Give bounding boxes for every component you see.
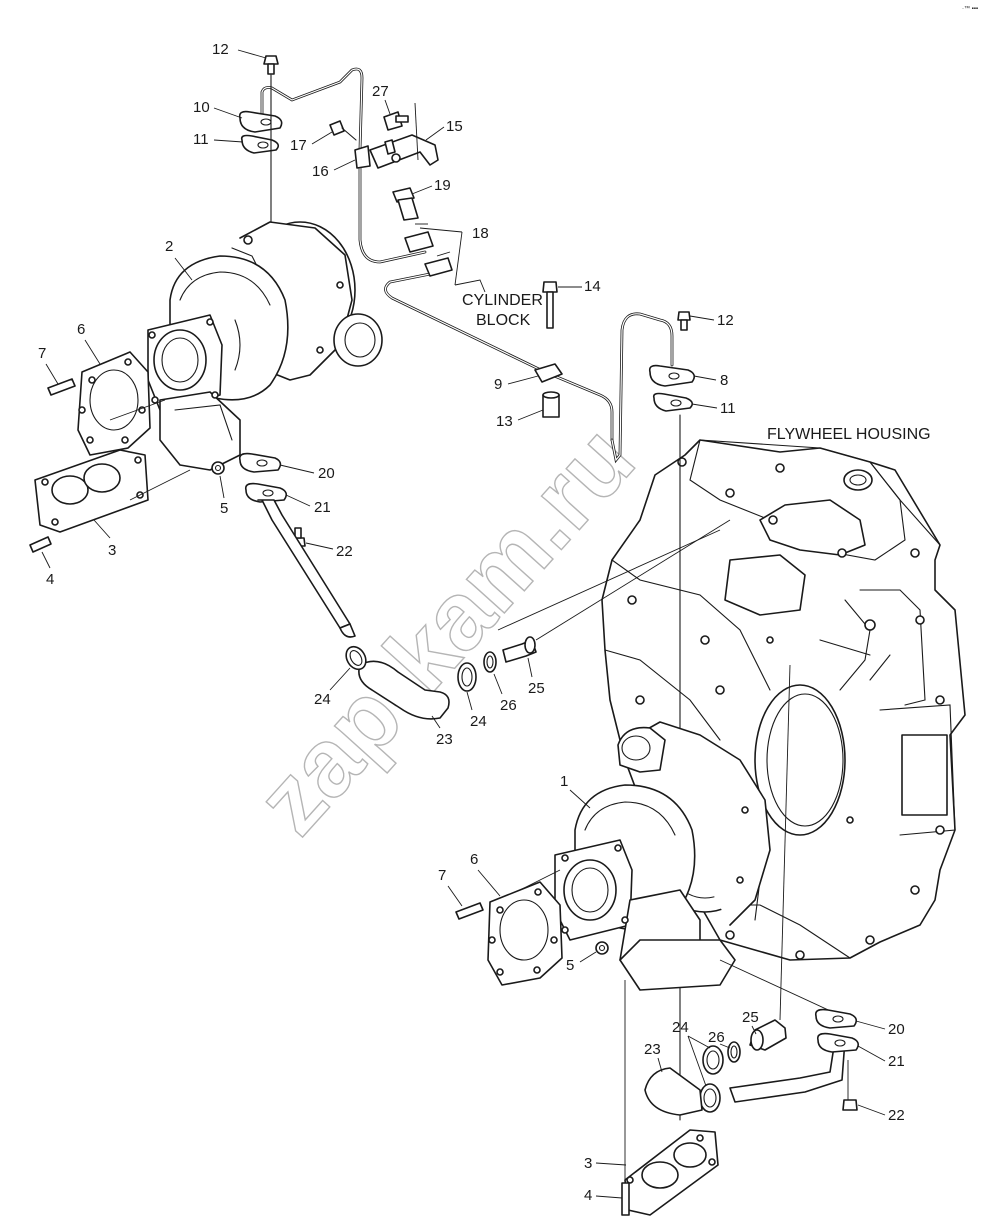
callout-9: 9 <box>494 376 502 393</box>
part-24-clamp-upper-a <box>345 645 367 671</box>
part-19-banjo-bolt <box>392 187 419 221</box>
flywheel-housing-label: FLYWHEEL HOUSING <box>767 426 931 443</box>
part-26-o-ring-upper <box>483 651 497 673</box>
part-26-o-ring-lower <box>727 1041 741 1063</box>
part-21-flange-lower <box>816 1032 860 1053</box>
callout-5b: 5 <box>566 957 574 974</box>
callout-22b: 22 <box>888 1107 905 1124</box>
part-22-bolt-lower <box>842 1060 858 1111</box>
part-24-clamp-lower-a <box>702 1045 724 1075</box>
callout-4b: 4 <box>584 1187 592 1204</box>
cylinder-block-label-line1: CYLINDER <box>462 292 543 309</box>
part-20-gasket-upper <box>238 452 282 473</box>
part-25-fitting-lower <box>749 1019 787 1051</box>
callout-6a: 6 <box>77 321 85 338</box>
callout-18: 18 <box>472 225 489 242</box>
callout-23b: 23 <box>644 1041 661 1058</box>
part-4-stud-lower <box>621 1182 630 1216</box>
part-24-clamp-lower-b <box>699 1083 721 1113</box>
part-16-clamp <box>354 145 371 169</box>
callout-14: 14 <box>584 278 601 295</box>
callouts: 12 10 11 27 17 15 16 19 18 2 14 12 6 7 8… <box>38 41 905 1204</box>
callout-24c: 24 <box>672 1019 689 1036</box>
part-2-turbocharger-upper <box>147 221 383 471</box>
callout-7b: 7 <box>438 867 446 884</box>
callout-12b: 12 <box>717 312 734 329</box>
part-7-stud-upper <box>47 378 76 396</box>
callout-23a: 23 <box>436 731 453 748</box>
callout-11a: 11 <box>193 131 209 148</box>
callout-7a: 7 <box>38 345 46 362</box>
corner-mark: ·™ ▪▪▪ <box>962 5 978 12</box>
callout-3a: 3 <box>108 542 116 559</box>
part-1-turbocharger-lower <box>554 721 771 991</box>
callout-26b: 26 <box>708 1029 725 1046</box>
part-15-bracket <box>369 134 439 169</box>
part-5-nut-lower <box>595 941 609 955</box>
callout-11b: 11 <box>720 400 736 417</box>
part-17-bolt <box>329 120 357 141</box>
callout-13: 13 <box>496 413 513 430</box>
part-9-clamp <box>534 363 563 383</box>
callout-20a: 20 <box>318 465 335 482</box>
part-6-gasket-upper <box>77 351 151 456</box>
callout-12a: 12 <box>212 41 229 58</box>
callout-20b: 20 <box>888 1021 905 1038</box>
callout-15: 15 <box>446 118 463 135</box>
callout-10: 10 <box>193 99 210 116</box>
part-4-stud-upper <box>29 536 52 553</box>
part-24-clamp-upper-b <box>457 662 477 692</box>
callout-26a: 26 <box>500 697 517 714</box>
callout-24b: 24 <box>470 713 487 730</box>
callout-3b: 3 <box>584 1155 592 1172</box>
part-8-flange <box>648 364 696 387</box>
part-12-bolt-upper <box>263 55 279 75</box>
callout-25b: 25 <box>742 1009 759 1026</box>
part-21-flange-upper <box>244 482 288 503</box>
cylinder-block-label-line2: BLOCK <box>476 312 531 329</box>
part-11-gasket-right <box>652 392 694 412</box>
callout-8: 8 <box>720 372 728 389</box>
callout-1: 1 <box>560 773 568 790</box>
callout-21b: 21 <box>888 1053 905 1070</box>
part-14-bolt <box>542 281 558 329</box>
part-3-gasket-lower <box>624 1129 719 1216</box>
callout-24a: 24 <box>314 691 331 708</box>
part-5-nut-upper <box>211 461 225 475</box>
part-23-hose-lower <box>644 1067 703 1116</box>
part-25-fitting-upper <box>502 636 537 663</box>
callout-6b: 6 <box>470 851 478 868</box>
callout-22a: 22 <box>336 543 353 560</box>
callout-21a: 21 <box>314 499 331 516</box>
part-13-spacer <box>542 391 560 418</box>
callout-4a: 4 <box>46 571 54 588</box>
part-11-gasket-upper <box>240 134 280 154</box>
part-7-stud-lower <box>455 902 484 920</box>
callout-5a: 5 <box>220 500 228 517</box>
drain-pipe-upper <box>257 499 356 638</box>
callout-25a: 25 <box>528 680 545 697</box>
part-20-gasket-lower <box>814 1008 858 1029</box>
callout-16: 16 <box>312 163 329 180</box>
callout-2: 2 <box>165 238 173 255</box>
callout-17: 17 <box>290 137 307 154</box>
part-27-bolt <box>383 111 409 131</box>
housing-bolt-holes <box>627 457 945 960</box>
part-3-gasket-upper <box>34 449 149 533</box>
part-10-flange-upper <box>238 110 283 133</box>
part-12-bolt-right <box>677 311 691 331</box>
callout-27: 27 <box>372 83 389 100</box>
part-18-connector <box>404 223 486 293</box>
part-23-hose-upper <box>358 660 450 720</box>
callout-19: 19 <box>434 177 451 194</box>
watermark: zap-kam.ru <box>236 406 655 854</box>
part-6-gasket-lower <box>487 881 563 986</box>
